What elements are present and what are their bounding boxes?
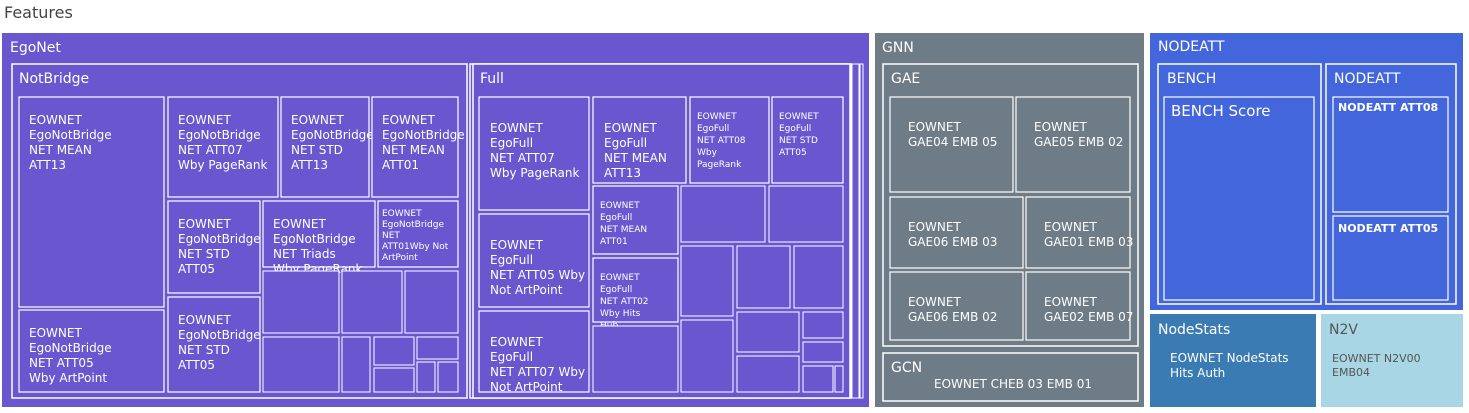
leaf-nodeatt-2[interactable] bbox=[1332, 215, 1449, 301]
leaf-notbridge-6[interactable] bbox=[262, 200, 376, 268]
small-leaf-notbridge-3[interactable] bbox=[404, 270, 459, 334]
small-leaf-notbridge-4[interactable] bbox=[262, 336, 340, 393]
leaf-label-nodeatt-2: NODEATT ATT05 bbox=[1338, 222, 1438, 235]
small-leaf-full-3[interactable] bbox=[680, 245, 734, 317]
leaf-notbridge-1[interactable] bbox=[18, 96, 165, 308]
subgroup-label-gae: GAE bbox=[891, 71, 920, 87]
small-leaf-notbridge-7[interactable] bbox=[416, 336, 459, 360]
group-label-nodeatt: NODEATT bbox=[1158, 39, 1225, 55]
group-label-egonet: EgoNet bbox=[10, 40, 61, 56]
subgroup-label-nodeatt-inner: NODEATT bbox=[1334, 71, 1401, 87]
leaf-full-3[interactable] bbox=[689, 96, 770, 184]
group-nodestats[interactable] bbox=[1148, 312, 1318, 409]
subgroup-label-bench: BENCH bbox=[1167, 71, 1216, 87]
small-leaf-notbridge-2[interactable] bbox=[341, 270, 403, 334]
small-leaf-notbridge-1[interactable] bbox=[262, 270, 340, 334]
small-leaf-full-12[interactable] bbox=[802, 365, 834, 393]
leaf-gae-6[interactable] bbox=[1025, 271, 1131, 341]
subgroup-gcn[interactable] bbox=[882, 352, 1139, 402]
leaf-full-4[interactable] bbox=[771, 96, 844, 184]
leaf-gae-1[interactable] bbox=[889, 96, 1014, 193]
small-leaf-notbridge-5[interactable] bbox=[341, 336, 371, 393]
small-leaf-full-9[interactable] bbox=[802, 341, 844, 363]
leaf-nodeatt-1[interactable] bbox=[1332, 96, 1449, 213]
leaf-full-6[interactable] bbox=[478, 213, 590, 308]
leaf-label-gcn-1: EOWNET CHEB 03 EMB 01 bbox=[934, 377, 1092, 391]
small-leaf-full-7[interactable] bbox=[736, 311, 800, 353]
leaf-label-nodeatt-1: NODEATT ATT08 bbox=[1338, 101, 1438, 114]
subgroup-label-notbridge: NotBridge bbox=[19, 71, 89, 87]
leaf-gae-5[interactable] bbox=[889, 271, 1024, 341]
leaf-notbridge-5[interactable] bbox=[167, 200, 261, 294]
small-leaf-full-10[interactable] bbox=[592, 325, 679, 393]
leaf-gae-3[interactable] bbox=[889, 196, 1024, 269]
leaf-notbridge-3[interactable] bbox=[280, 96, 370, 198]
small-leaf-full-6[interactable] bbox=[680, 319, 734, 393]
subgroup-label-gcn: GCN bbox=[891, 360, 922, 376]
leaf-notbridge-7[interactable] bbox=[377, 200, 459, 268]
leaf-full-7[interactable] bbox=[592, 257, 679, 323]
leaf-full-5[interactable] bbox=[592, 185, 679, 255]
sliver-egonet-1[interactable] bbox=[851, 63, 860, 399]
small-leaf-full-11[interactable] bbox=[736, 355, 800, 393]
small-leaf-full-8[interactable] bbox=[802, 311, 844, 339]
group-label-gnn: GNN bbox=[882, 40, 914, 56]
leaf-label-bench-1: BENCH Score bbox=[1171, 102, 1271, 120]
small-leaf-notbridge-9[interactable] bbox=[416, 361, 436, 393]
leaf-full-8[interactable] bbox=[478, 310, 590, 393]
group-label-nodestats: NodeStats bbox=[1158, 322, 1230, 338]
small-leaf-full-5[interactable] bbox=[793, 245, 844, 309]
leaf-notbridge-8[interactable] bbox=[18, 309, 165, 393]
leaf-full-1[interactable] bbox=[478, 96, 590, 211]
small-leaf-notbridge-6[interactable] bbox=[373, 336, 415, 366]
small-leaf-notbridge-10[interactable] bbox=[437, 361, 459, 393]
root-label: Features bbox=[4, 3, 73, 22]
leaf-notbridge-9[interactable] bbox=[167, 296, 261, 393]
leaf-notbridge-2[interactable] bbox=[167, 96, 279, 198]
leaf-bench-1[interactable] bbox=[1163, 96, 1315, 301]
leaf-gae-4[interactable] bbox=[1025, 196, 1131, 269]
group-n2v[interactable] bbox=[1319, 312, 1465, 409]
small-leaf-full-2[interactable] bbox=[768, 185, 844, 243]
small-leaf-full-1[interactable] bbox=[680, 185, 766, 243]
small-leaf-full-13[interactable] bbox=[834, 365, 844, 393]
group-label-n2v: N2V bbox=[1329, 322, 1358, 338]
leaf-notbridge-4[interactable] bbox=[371, 96, 459, 198]
small-leaf-notbridge-8[interactable] bbox=[373, 367, 415, 393]
sliver-egonet-2[interactable] bbox=[859, 63, 864, 399]
leaf-gae-2[interactable] bbox=[1015, 96, 1131, 193]
subgroup-label-full: Full bbox=[480, 71, 504, 87]
small-leaf-full-4[interactable] bbox=[736, 245, 791, 309]
leaf-full-2[interactable] bbox=[592, 96, 687, 184]
